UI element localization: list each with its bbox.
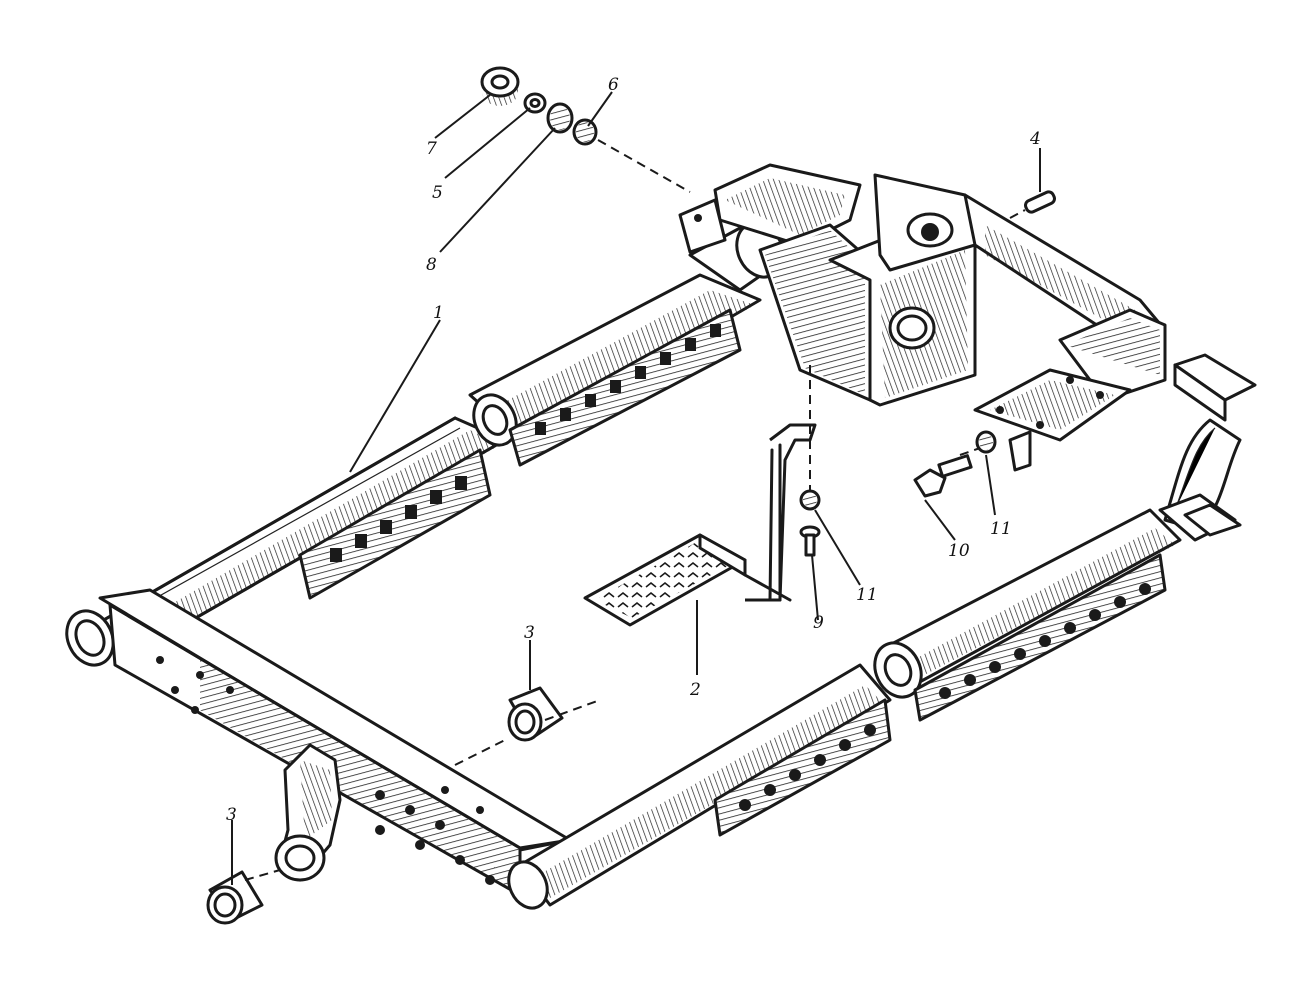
callout-bushing-middle: 3 [524, 623, 535, 643]
callout-frame: 1 [433, 303, 444, 323]
right-tube-extension [873, 418, 1242, 722]
left-tube-extension [468, 221, 792, 467]
callout-bolt-10: 10 [948, 541, 970, 561]
bushing-3-middle [507, 686, 564, 742]
right-side-tube [507, 663, 892, 910]
nut-11-right [975, 430, 997, 454]
callout-pin: 4 [1029, 129, 1041, 149]
nut-11-left [799, 489, 821, 511]
callout-washer: 5 [432, 183, 443, 203]
bolt-9 [799, 525, 821, 557]
nut-6 [572, 118, 598, 146]
callout-nut-11-right: 11 [990, 519, 1012, 539]
nut-8 [546, 102, 574, 134]
pin-4 [1024, 190, 1056, 214]
callout-bushing-lower: 3 [226, 805, 237, 825]
nut-7 [480, 66, 520, 106]
main-housing [678, 163, 1257, 537]
callout-bolt-9: 9 [813, 613, 824, 633]
leader-lines [231, 91, 1041, 885]
callout-nut-6: 6 [608, 75, 619, 95]
callout-labels: 1 2 3 3 4 5 6 7 8 9 10 11 11 [226, 75, 1041, 825]
callout-step: 2 [689, 680, 701, 700]
left-side-tube [65, 416, 507, 667]
step-assembly [583, 423, 817, 627]
callout-nut-11-left: 11 [856, 585, 878, 605]
bushing-3-lower [206, 870, 264, 925]
front-cross-beam [98, 588, 572, 897]
washer-5 [523, 92, 547, 114]
assembly-axis-lines [244, 139, 1026, 881]
callout-nut-7: 7 [426, 139, 437, 159]
callout-nut-8: 8 [426, 255, 437, 275]
bolt-10 [913, 454, 973, 498]
